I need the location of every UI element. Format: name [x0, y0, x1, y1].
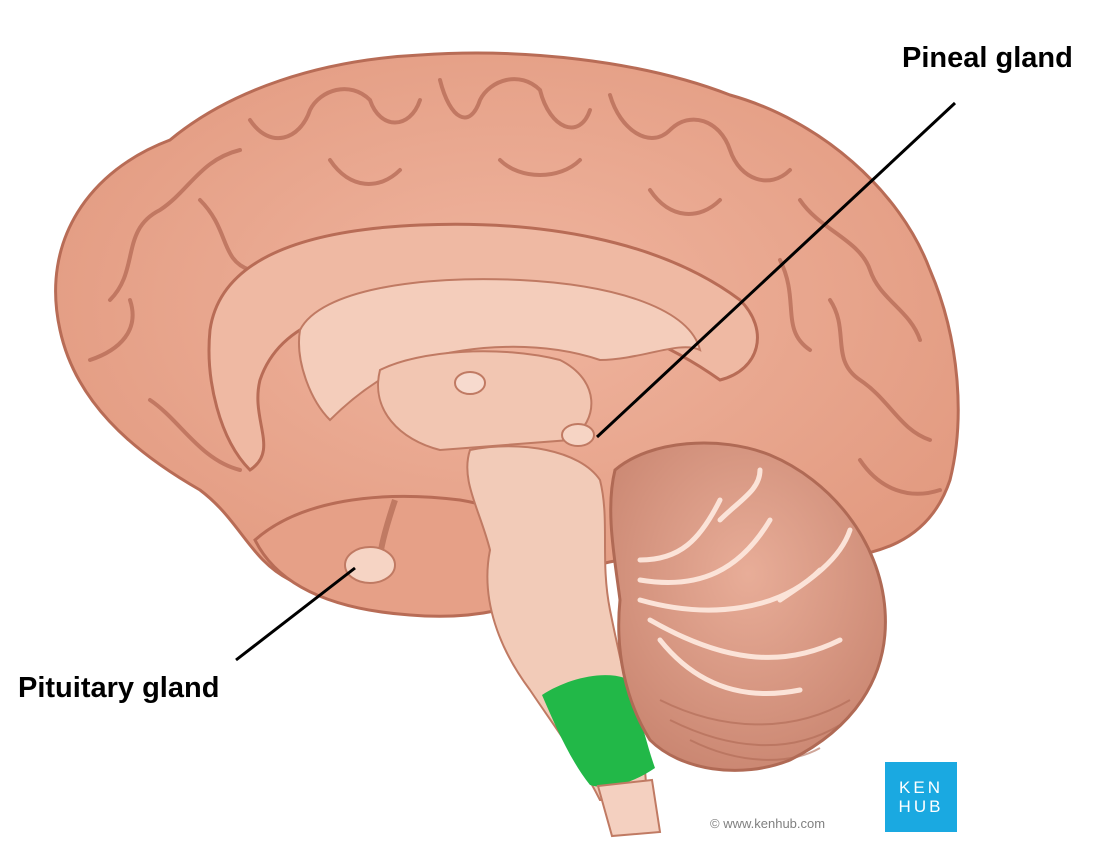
pineal-gland: [561, 423, 595, 447]
pituitary-leader-line: [235, 566, 356, 662]
interthalamic-adhesion: [454, 371, 486, 395]
corpus-callosum: [298, 278, 702, 422]
kenhub-logo: KEN HUB: [885, 762, 957, 832]
logo-line-2: HUB: [898, 797, 944, 816]
pineal-gland-label: Pineal gland: [902, 42, 1073, 74]
pituitary-gland: [344, 546, 396, 584]
thalamus: [377, 350, 593, 452]
arbor-vitae: [637, 467, 853, 696]
pineal-leader-line: [595, 101, 957, 439]
cerebellar-folia: [659, 699, 851, 761]
sulci: [88, 77, 942, 496]
copyright-text: © www.kenhub.com: [710, 816, 826, 831]
logo-line-1: KEN: [899, 778, 943, 797]
spinal-cord: [596, 778, 662, 838]
pituitary-gland-label: Pituitary gland: [18, 672, 220, 704]
medulla-highlight: [542, 675, 655, 787]
